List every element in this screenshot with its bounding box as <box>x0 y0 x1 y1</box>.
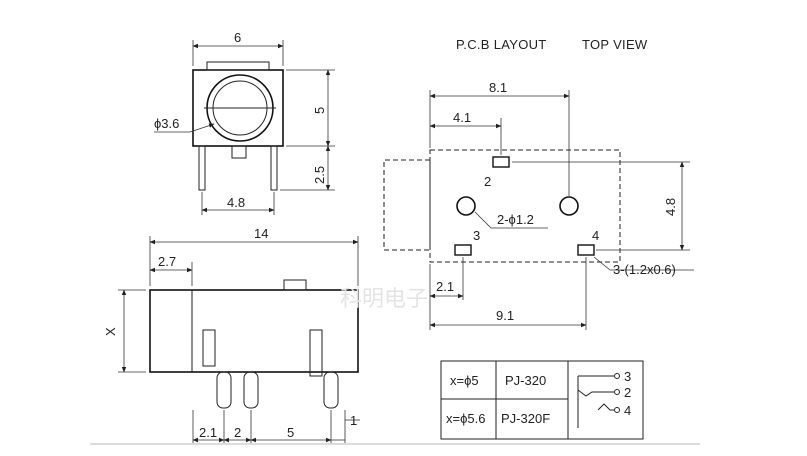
side-length-label: 14 <box>254 226 268 241</box>
front-pin-right <box>270 145 278 191</box>
pcb-hole-offset-label: 4.1 <box>453 110 471 125</box>
jack-schematic: 3 2 4 <box>577 369 631 428</box>
side-pin-1 <box>216 371 232 409</box>
schematic-pin-2: 2 <box>624 385 631 400</box>
table-row-1-x: x=ϕ5 <box>450 373 479 388</box>
front-pin-length-label: 2.5 <box>312 166 327 184</box>
front-top-tab <box>206 61 270 71</box>
table-row-2-model: PJ-320F <box>501 411 550 426</box>
table-frame <box>440 360 644 440</box>
pcb-pad-spec: 3-(1.2x0.6) <box>613 262 676 277</box>
side-view: 14 2.7 X 2.1 2 5 1 <box>103 226 360 445</box>
front-center-tab <box>231 145 247 159</box>
pcb-layout: P.C.B LAYOUT TOP VIEW 2 3 4 8.1 4.1 4.8 <box>383 37 694 330</box>
side-body <box>149 289 359 373</box>
side-pin-2 <box>243 371 259 409</box>
front-pin-spacing-label: 4.8 <box>227 195 245 210</box>
pcb-hole-left <box>456 196 476 216</box>
pcb-pad-4 <box>577 244 595 256</box>
variant-table: x=ϕ5 PJ-320 x=ϕ5.6 PJ-320F 3 2 4 <box>440 360 644 440</box>
watermark: 科明电子 <box>340 287 428 312</box>
pcb-layout-title: P.C.B LAYOUT <box>456 37 547 52</box>
front-width-label: 6 <box>234 30 241 45</box>
pcb-jack-outline <box>383 159 430 251</box>
front-pin-left <box>198 145 206 191</box>
top-view-title: TOP VIEW <box>582 37 648 52</box>
pcb-bottom-total-label: 9.1 <box>496 308 514 323</box>
pad-label-4: 4 <box>592 228 599 243</box>
pcb-pad-2 <box>492 156 510 168</box>
table-row-2-x: x=ϕ5.6 <box>446 411 485 426</box>
front-height-label: 5 <box>312 107 327 114</box>
pcb-width-label: 8.1 <box>489 80 507 95</box>
pad-label-3: 3 <box>473 228 480 243</box>
pcb-height-label: 4.8 <box>663 198 678 216</box>
hole-diameter-label: ϕ3.6 <box>154 116 179 131</box>
schematic-pin-4: 4 <box>624 403 631 418</box>
side-top-tab <box>283 279 307 291</box>
side-offset-label: 2.7 <box>158 254 176 269</box>
table-row-1-model: PJ-320 <box>505 373 546 388</box>
schematic-pin-3: 3 <box>624 369 631 384</box>
side-height-label: X <box>103 327 118 336</box>
pad-label-2: 2 <box>484 174 491 189</box>
pcb-bottom-offset-label: 2.1 <box>436 279 454 294</box>
pcb-outline <box>429 149 621 263</box>
pin-gap-d-label: 1 <box>350 413 357 428</box>
pin-gap-b-label: 2 <box>234 425 241 440</box>
front-view: 6 5 2.5 ϕ3.6 4.8 <box>154 30 335 215</box>
pcb-hole-right <box>559 196 579 216</box>
pcb-hole-spec: 2-ϕ1.2 <box>497 212 534 227</box>
pin-gap-c-label: 5 <box>287 425 294 440</box>
pcb-pad-3 <box>454 244 472 256</box>
pin-gap-a-label: 2.1 <box>199 425 217 440</box>
side-pin-3 <box>323 371 339 409</box>
